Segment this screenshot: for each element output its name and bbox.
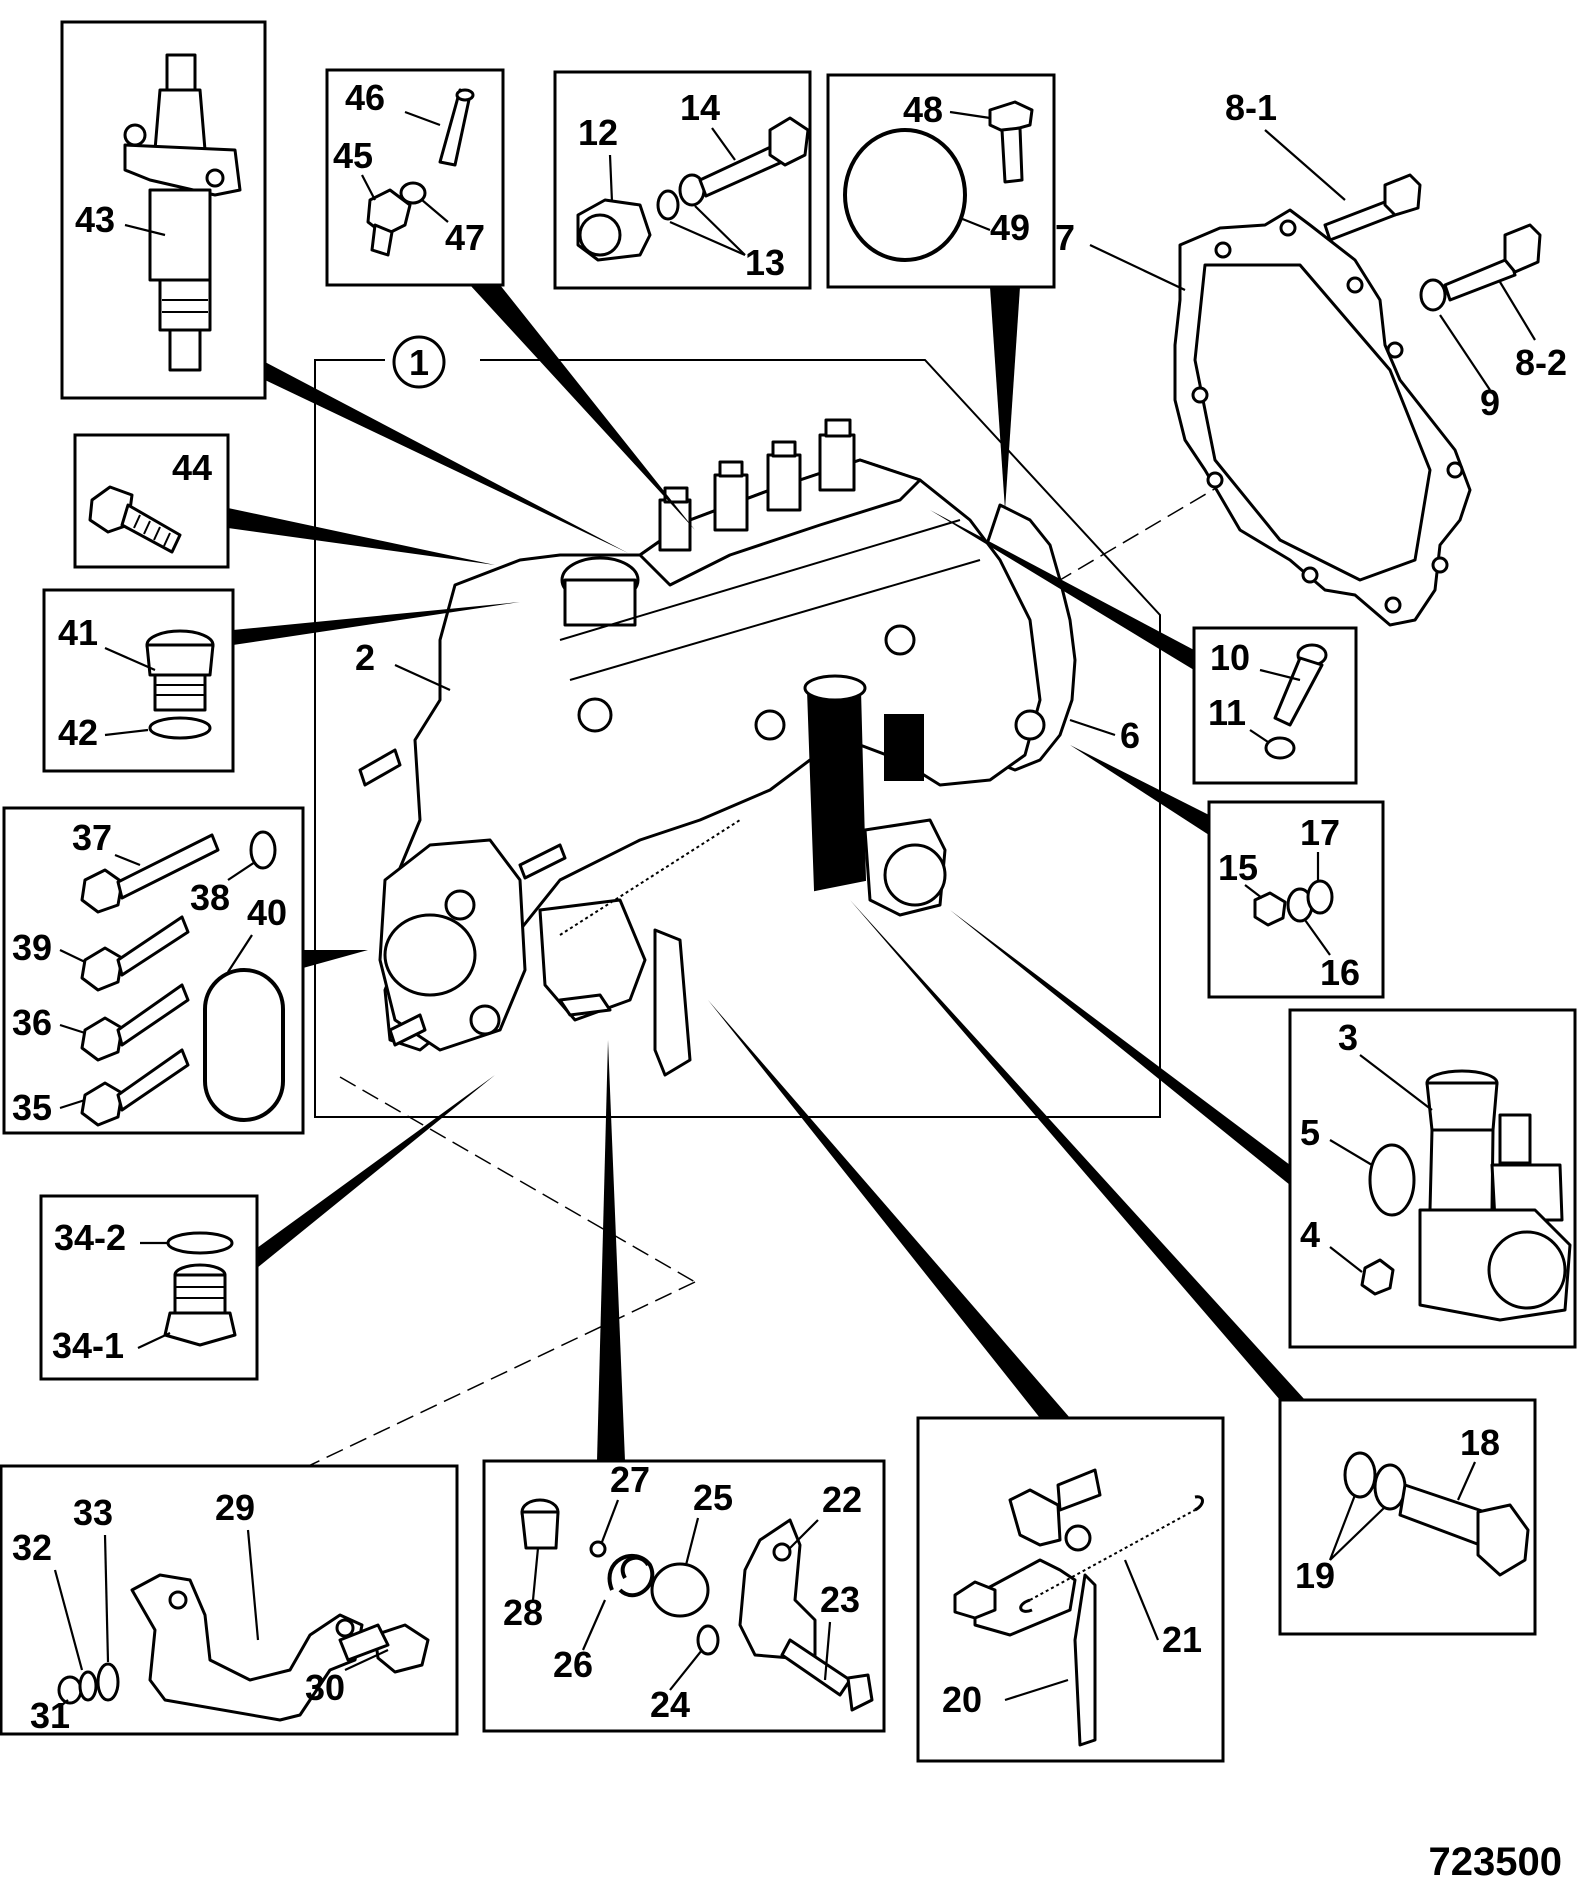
callout-34-2: 34-2 (54, 1217, 126, 1258)
callout-30: 30 (305, 1667, 345, 1708)
callout-38: 38 (190, 877, 230, 918)
callout-39: 39 (12, 927, 52, 968)
box-part-18-19: 18 19 (1278, 1398, 1537, 1636)
callout-17: 17 (1300, 812, 1340, 853)
figure-reference-number: 723500 (1429, 1840, 1562, 1884)
box-part-10-11: 10 11 (1192, 626, 1358, 785)
box-part-48-49: 48 49 (826, 73, 1056, 289)
callout-27: 27 (610, 1459, 650, 1500)
callout-18: 18 (1460, 1422, 1500, 1463)
callout-46: 46 (345, 77, 385, 118)
callout-15: 15 (1218, 847, 1258, 888)
callout-8-1: 8-1 (1225, 87, 1277, 128)
callout-33: 33 (73, 1492, 113, 1533)
box-part-20-21: 21 20 (916, 1416, 1225, 1763)
box-part-44: 44 (73, 433, 230, 569)
callout-12: 12 (578, 112, 618, 153)
connector-wedges (228, 285, 1305, 1461)
callout-11: 11 (1208, 692, 1246, 733)
box-part-15-17: 17 15 16 (1207, 800, 1385, 999)
box-part-41-42: 41 42 (42, 588, 235, 773)
box-part-45-47: 46 45 47 (325, 68, 505, 287)
callout-41: 41 (58, 612, 98, 653)
callout-23: 23 (820, 1579, 860, 1620)
main-assembly-frame: 1 (314, 335, 1161, 1118)
callout-28: 28 (503, 1592, 543, 1633)
box-part-3-5: 3 5 4 (1288, 1008, 1577, 1349)
callout-48: 48 (903, 89, 943, 130)
callout-16: 16 (1320, 952, 1360, 993)
dash-axis-1 (339, 1076, 696, 1283)
callout-22: 22 (822, 1479, 862, 1520)
box-part-12-14: 12 14 13 (553, 70, 812, 290)
callout-35: 35 (12, 1087, 52, 1128)
delivery-valves (658, 418, 856, 552)
box-part-29-33: 29 32 33 31 30 (0, 1464, 459, 1736)
assembly-callout-circle (392, 335, 446, 389)
callout-37: 37 (72, 817, 112, 858)
callout-29: 29 (215, 1487, 255, 1528)
callout-20: 20 (942, 1679, 982, 1720)
callout-42: 42 (58, 712, 98, 753)
callout-2: 2 (355, 637, 375, 678)
screw-8-2-group: 8-2 9 (1419, 223, 1567, 423)
callout-34-1: 34-1 (52, 1325, 124, 1366)
callout-31: 31 (30, 1695, 70, 1736)
callout-13: 13 (745, 242, 785, 283)
callout-7: 7 (1055, 217, 1075, 258)
callout-44: 44 (172, 447, 212, 488)
box-part-34: 34-2 34-1 (39, 1194, 259, 1381)
callout-8-2: 8-2 (1515, 342, 1567, 383)
callout-25: 25 (693, 1477, 733, 1518)
box-part-35-40: 37 38 40 39 36 35 (2, 806, 305, 1135)
callout-43: 43 (75, 199, 115, 240)
callout-9: 9 (1480, 382, 1500, 423)
callout-4: 4 (1300, 1214, 1320, 1255)
callout-36: 36 (12, 1002, 52, 1043)
callout-21: 21 (1162, 1619, 1202, 1660)
callout-3: 3 (1338, 1017, 1358, 1058)
callout-40: 40 (247, 892, 287, 933)
callout-19: 19 (1295, 1555, 1335, 1596)
box-part-22-28: 27 25 22 28 26 24 23 (482, 1459, 886, 1733)
gasket-7-group: 7 (1055, 208, 1472, 627)
callout-49: 49 (990, 207, 1030, 248)
callout-6: 6 (1120, 715, 1140, 756)
callout-45: 45 (333, 135, 373, 176)
callout-47: 47 (445, 217, 485, 258)
callout-24: 24 (650, 1684, 690, 1725)
callout-10: 10 (1210, 637, 1250, 678)
callout-32: 32 (12, 1527, 52, 1568)
assembly-callout: 1 (409, 342, 429, 383)
box-part-43: 43 (60, 20, 267, 400)
callout-5: 5 (1300, 1112, 1320, 1153)
callout-26: 26 (553, 1644, 593, 1685)
injection-pump-body (358, 418, 1077, 1077)
callout-14: 14 (680, 87, 720, 128)
screw-8-1-group: 8-1 (1225, 87, 1422, 242)
